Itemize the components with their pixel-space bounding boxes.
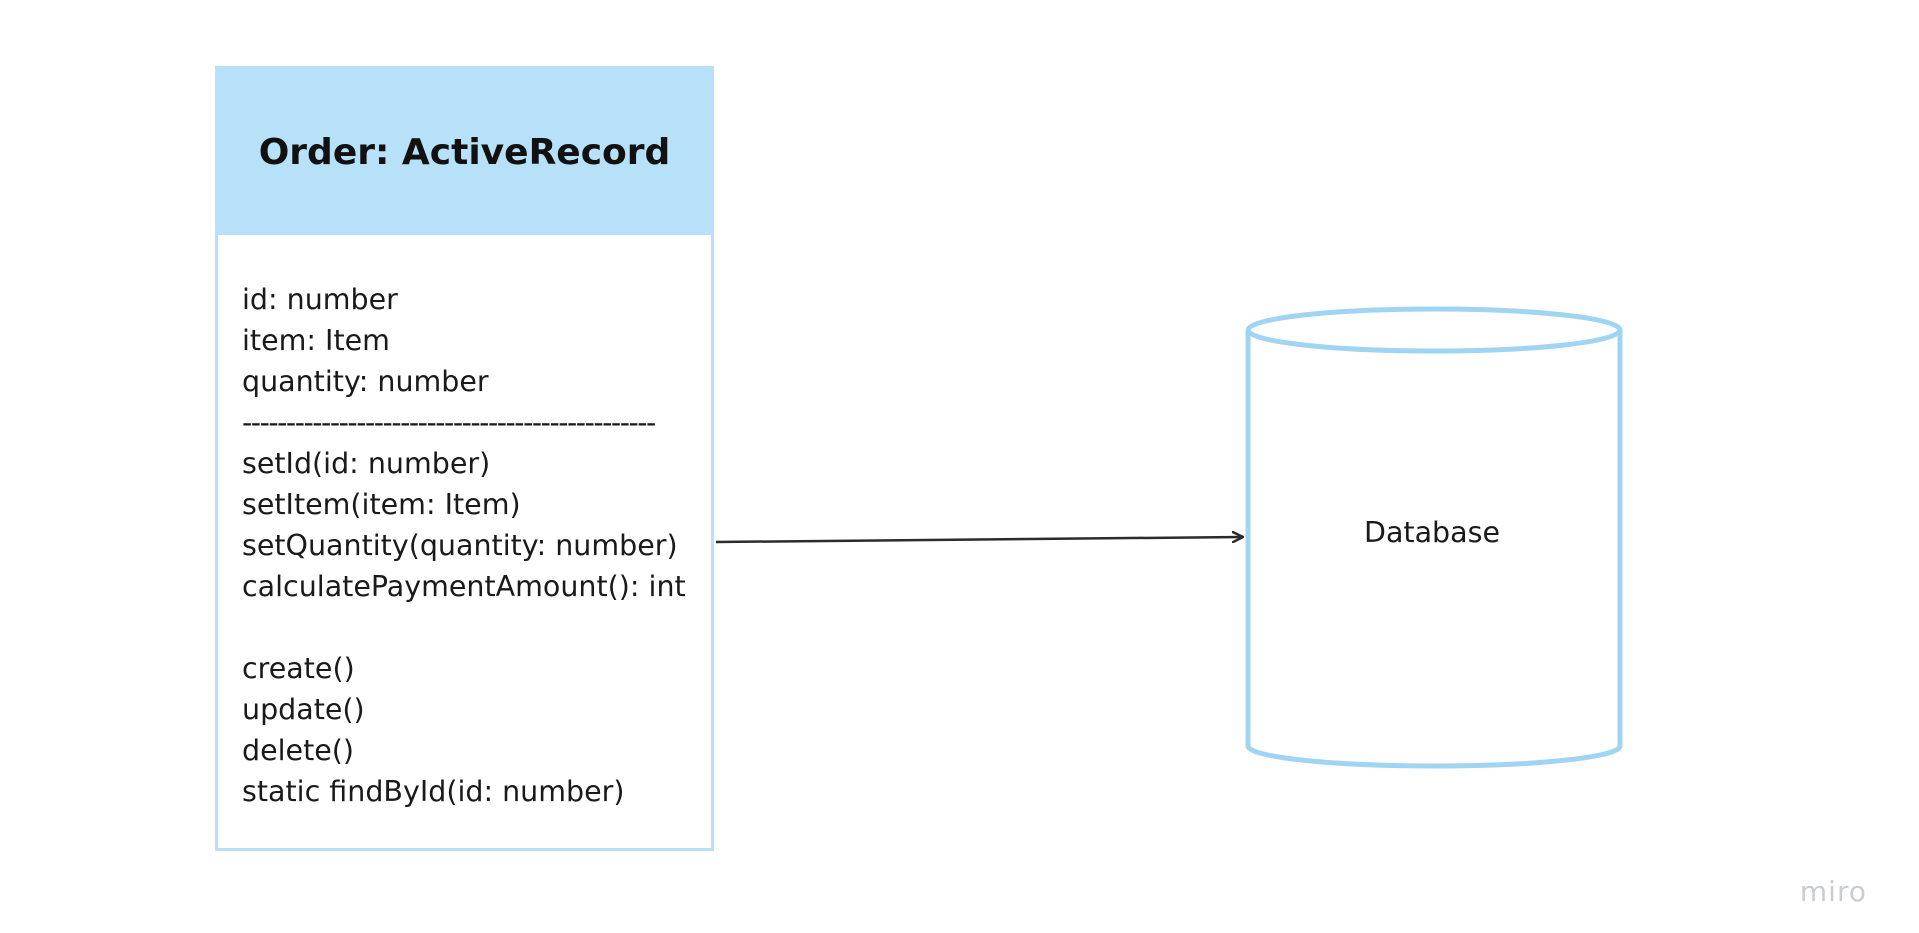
method-delete: delete()	[242, 734, 355, 767]
class-header: Order: ActiveRecord	[218, 69, 711, 235]
database-label: Database	[1364, 516, 1500, 549]
uml-class-box[interactable]: Order: ActiveRecord id: number item: Ite…	[215, 66, 714, 851]
attribute-item: item: Item	[242, 324, 390, 357]
method-set-quantity: setQuantity(quantity: number)	[242, 529, 678, 562]
section-divider: ----------------------------------------…	[242, 406, 656, 439]
class-body: id: number item: Item quantity: number -…	[242, 279, 701, 812]
miro-watermark: miro	[1799, 875, 1867, 908]
method-create: create()	[242, 652, 355, 685]
method-update: update()	[242, 693, 365, 726]
method-find-by-id: static findById(id: number)	[242, 775, 625, 808]
attribute-quantity: quantity: number	[242, 365, 489, 398]
class-title: Order: ActiveRecord	[258, 131, 671, 173]
cylinder-body	[1245, 330, 1623, 769]
attribute-id: id: number	[242, 283, 398, 316]
database-cylinder[interactable]	[1245, 306, 1623, 769]
method-set-item: setItem(item: Item)	[242, 488, 521, 521]
method-calculate-payment-amount: calculatePaymentAmount(): int	[242, 570, 686, 603]
cylinder-top	[1245, 306, 1623, 354]
method-set-id: setId(id: number)	[242, 447, 491, 480]
connector-arrow[interactable]	[715, 537, 1242, 544]
